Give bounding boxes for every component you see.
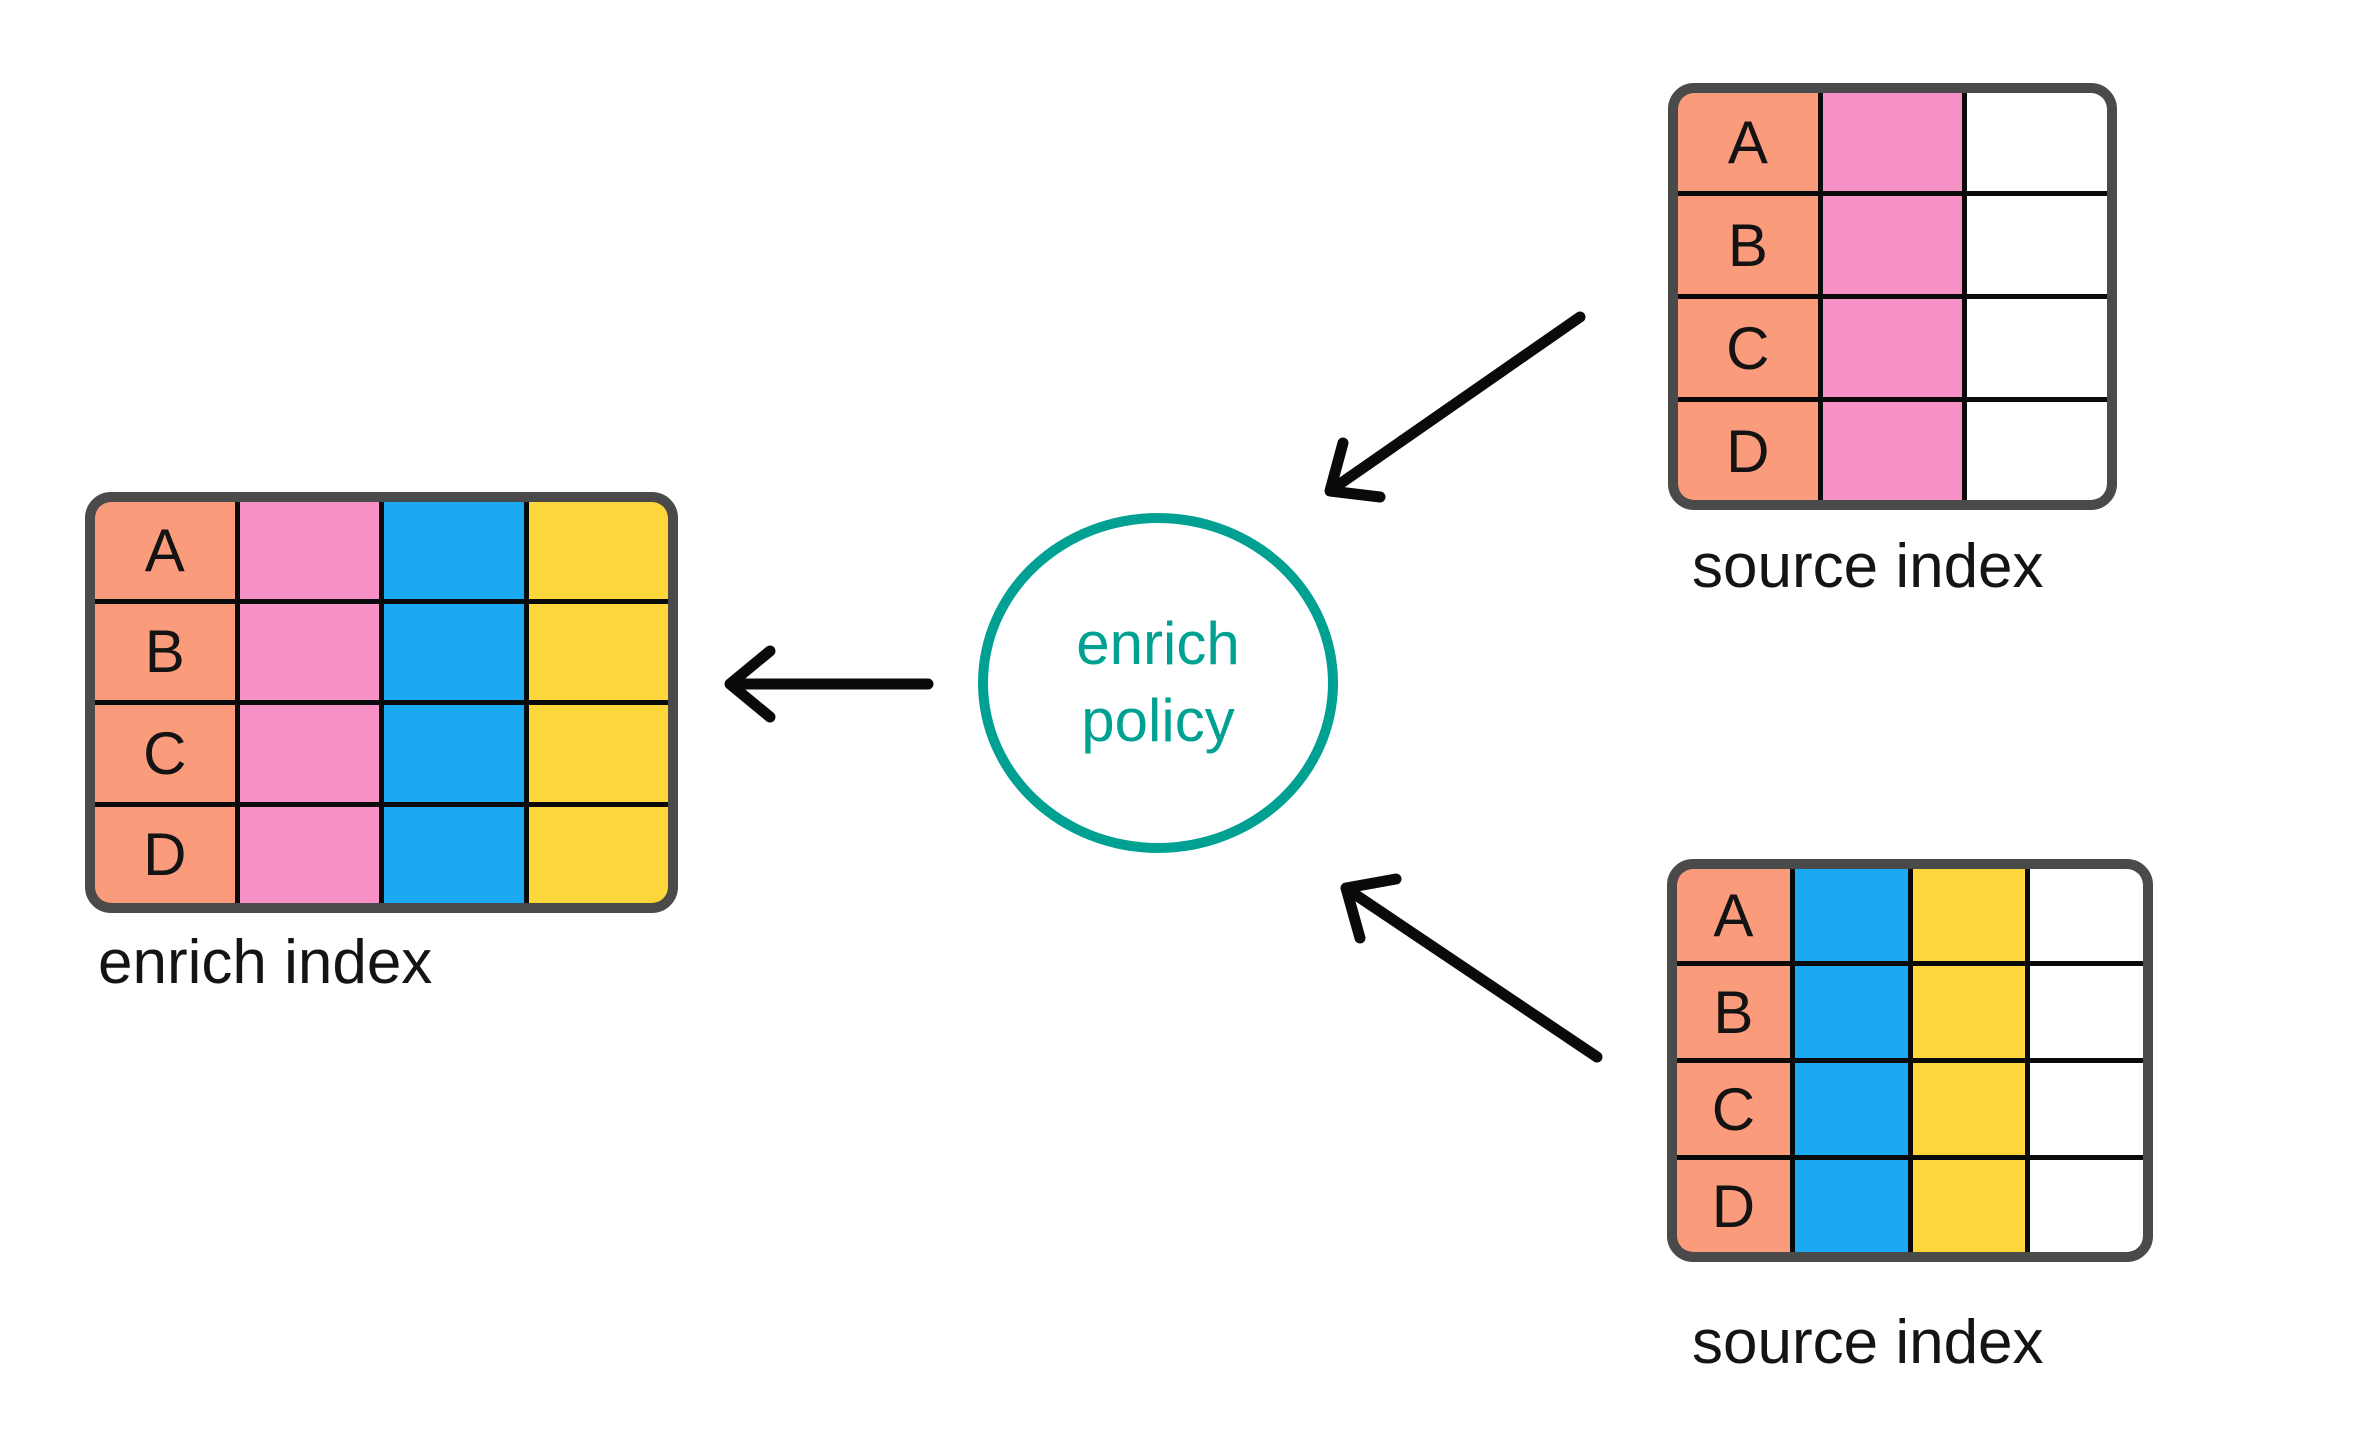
value-cell bbox=[1912, 1063, 2026, 1155]
key-cell-C: C bbox=[1677, 1063, 1790, 1155]
value-cell bbox=[1967, 196, 2107, 294]
value-cell bbox=[1794, 966, 1908, 1058]
value-cell bbox=[384, 603, 524, 700]
value-cell bbox=[1794, 869, 1908, 961]
key-cell-B: B bbox=[1678, 196, 1818, 294]
value-cell bbox=[528, 502, 668, 599]
value-cell bbox=[239, 705, 379, 802]
key-cell-B: B bbox=[95, 603, 235, 700]
key-cell-C: C bbox=[95, 705, 235, 802]
value-cell bbox=[384, 705, 524, 802]
value-cell bbox=[1822, 196, 1963, 294]
value-cell bbox=[1822, 93, 1963, 191]
key-cell-D: D bbox=[1677, 1160, 1790, 1252]
value-cell bbox=[239, 502, 379, 599]
value-cell bbox=[1967, 402, 2107, 500]
value-cell bbox=[1822, 402, 1963, 500]
key-cell-C: C bbox=[1678, 299, 1818, 397]
value-cell bbox=[2030, 1063, 2143, 1155]
value-cell bbox=[2030, 869, 2143, 961]
source-index-bottom-label: source index bbox=[1692, 1308, 2044, 1377]
value-cell bbox=[1912, 1160, 2026, 1252]
enrich-policy-label-line1: enrich bbox=[1076, 610, 1240, 678]
source-index-top-label: source index bbox=[1692, 532, 2044, 601]
value-cell bbox=[528, 806, 668, 903]
value-cell bbox=[1822, 299, 1963, 397]
enrich-policy-circle: enrich policy bbox=[978, 513, 1338, 853]
key-cell-D: D bbox=[95, 806, 235, 903]
value-cell bbox=[2030, 1160, 2143, 1252]
key-cell-A: A bbox=[1677, 869, 1790, 961]
value-cell bbox=[1967, 93, 2107, 191]
down-left-arrow-icon bbox=[1324, 311, 1586, 503]
value-cell bbox=[1794, 1063, 1908, 1155]
up-left-arrow-icon bbox=[1340, 873, 1603, 1063]
key-cell-A: A bbox=[1678, 93, 1818, 191]
value-cell bbox=[384, 806, 524, 903]
value-cell bbox=[1794, 1160, 1908, 1252]
value-cell bbox=[528, 705, 668, 802]
key-cell-B: B bbox=[1677, 966, 1790, 1058]
enrich-index-label: enrich index bbox=[98, 928, 433, 997]
key-cell-A: A bbox=[95, 502, 235, 599]
value-cell bbox=[2030, 966, 2143, 1058]
value-cell bbox=[239, 806, 379, 903]
value-cell bbox=[384, 502, 524, 599]
value-cell bbox=[1912, 966, 2026, 1058]
key-cell-D: D bbox=[1678, 402, 1818, 500]
value-cell bbox=[1912, 869, 2026, 961]
value-cell bbox=[528, 603, 668, 700]
left-arrow-icon bbox=[724, 645, 934, 723]
enrich-policy-label-line2: policy bbox=[1081, 687, 1235, 754]
value-cell bbox=[239, 603, 379, 700]
value-cell bbox=[1967, 299, 2107, 397]
